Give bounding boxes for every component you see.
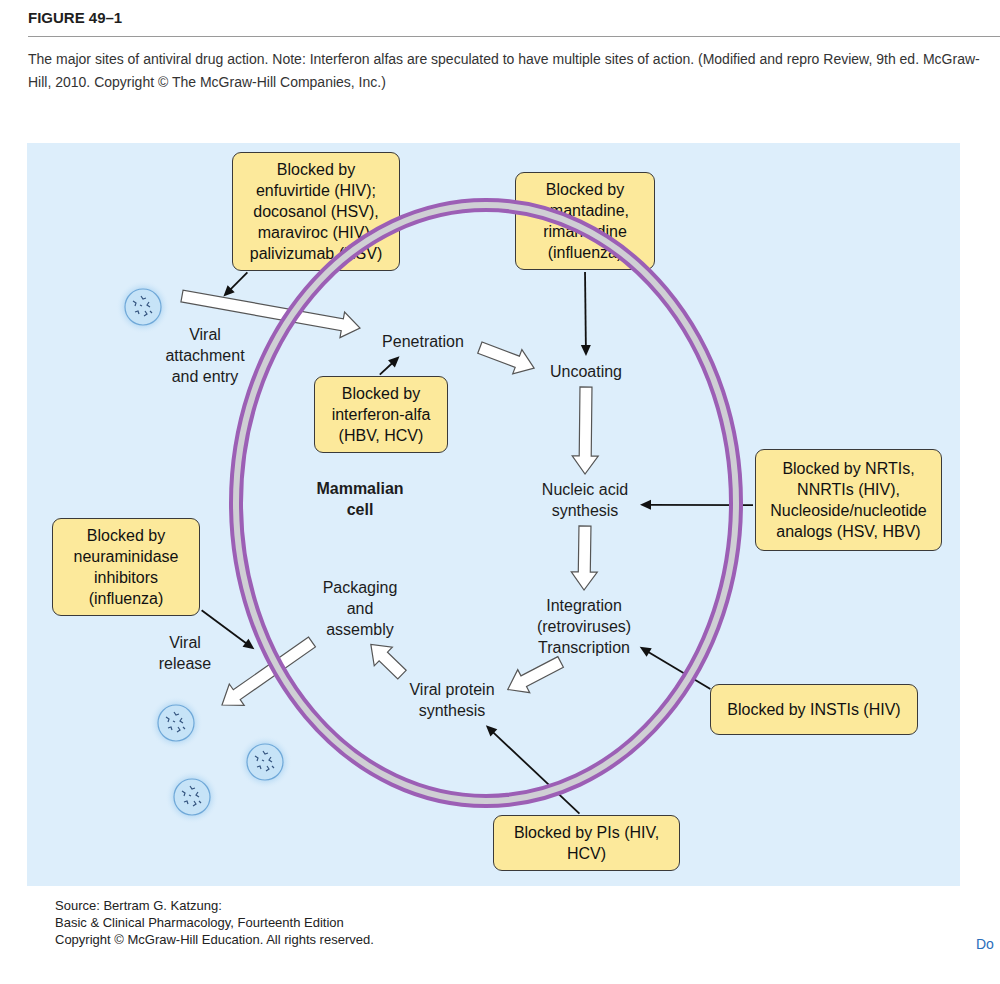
caption-holder: The major sites of antiviral drug action… [28,48,983,94]
label-holder: Copyright © McGraw-Hill Education. All r… [55,931,374,948]
label-holder: Do [976,936,994,953]
source-line: Copyright © McGraw-Hill Education. All r… [55,931,374,948]
box-text: Blocked by NRTIs, NNRTIs (HIV), Nucleosi… [762,458,935,542]
box-text: Blocked by interferon-alfa (HBV, HCV) [321,383,441,446]
box-text: Blocked by INSTIs (HIV) [717,699,911,720]
cell-membrane [228,198,744,808]
process-step: Viral release [150,628,256,678]
drug-box: Blocked by INSTIs (HIV) [710,684,918,735]
figure-title: FIGURE 49–1 [28,9,122,26]
step-text: Viral protein synthesis [401,679,503,721]
process-step: Viral protein synthesis [398,676,506,724]
process-step: Integration (retroviruses) Transcription [530,592,638,661]
process-arrow [571,526,597,590]
title-holder: FIGURE 49–1 [28,9,122,26]
process-step: Packaging and assembly [313,574,407,643]
process-step: Nucleic acid synthesis [532,476,638,524]
arrow-line [202,610,248,644]
source-line: Source: Bertram G. Katzung: [55,897,222,914]
arrow-body [571,526,597,590]
step-text: Integration (retroviruses) Transcription [533,595,635,658]
process-step: Uncoating [536,358,636,385]
figure-panel [27,143,960,886]
membrane-outer [236,205,736,801]
step-text: Penetration [371,331,475,352]
step-text: Nucleic acid synthesis [535,479,635,521]
figure-caption: The major sites of antiviral drug action… [28,48,983,94]
arrow-line [584,272,587,347]
arrow-head [640,500,651,510]
arrow-head [486,725,497,736]
inhibition-arrow [223,272,247,296]
box-text: Blocked by neuraminidase inhibitors (inf… [59,525,193,609]
arrow-body [572,387,598,474]
process-arrow [478,342,534,374]
process-step: Penetration [368,328,478,355]
process-arrow [371,644,406,679]
process-step: Viral attachment and entry [155,298,255,391]
arrow-line [230,272,248,290]
arrow-body [371,644,406,679]
header-rule [28,36,1000,37]
membrane-inner [236,205,736,801]
arrow-head [640,647,652,657]
arrow-body [478,342,534,374]
process-arrow [572,387,598,474]
inhibition-arrow [380,356,400,374]
drug-box: Blocked by NRTIs, NNRTIs (HIV), Nucleosi… [755,449,942,551]
link-text: Do [976,936,994,953]
process-arrow [508,657,564,693]
virus-particle [116,280,170,334]
arrow-head [223,285,234,296]
step-text: Packaging and assembly [316,577,404,640]
cell-label: Mammalian cell [310,478,410,520]
drug-box: Blocked by interferon-alfa (HBV, HCV) [314,376,448,453]
cell-outline: Mammalian cell PenetrationUncoatingBlocke… [228,198,744,808]
label-holder: Source: Bertram G. Katzung: [55,897,222,914]
virus-particle [238,735,292,789]
drug-box: Blocked by PIs (HIV, HCV) [493,815,680,871]
label-holder: Basic & Clinical Pharmacology, Fourteent… [55,914,344,931]
arrow-line [380,362,393,374]
box-text: Blocked by PIs (HIV, HCV) [502,822,671,864]
virus-particle [165,770,219,824]
arrow-body [508,657,564,693]
box-text: Blocked by enfuvirtide (HIV); docosanol … [239,159,393,264]
inhibition-arrow [581,272,591,356]
source-line: Basic & Clinical Pharmacology, Fourteent… [55,914,344,931]
arrow-head [388,356,399,367]
arrow-head [243,639,255,650]
inhibition-arrow [202,610,255,649]
drug-box: Blocked by enfuvirtide (HIV); docosanol … [232,152,400,271]
virus-particle [149,696,203,750]
step-text: Uncoating [539,361,633,382]
step-text: Viral release [154,632,216,674]
drug-box: Blocked by neuraminidase inhibitors (inf… [52,518,200,616]
step-text: Viral attachment and entry [159,324,251,387]
arrow-head [581,345,591,356]
